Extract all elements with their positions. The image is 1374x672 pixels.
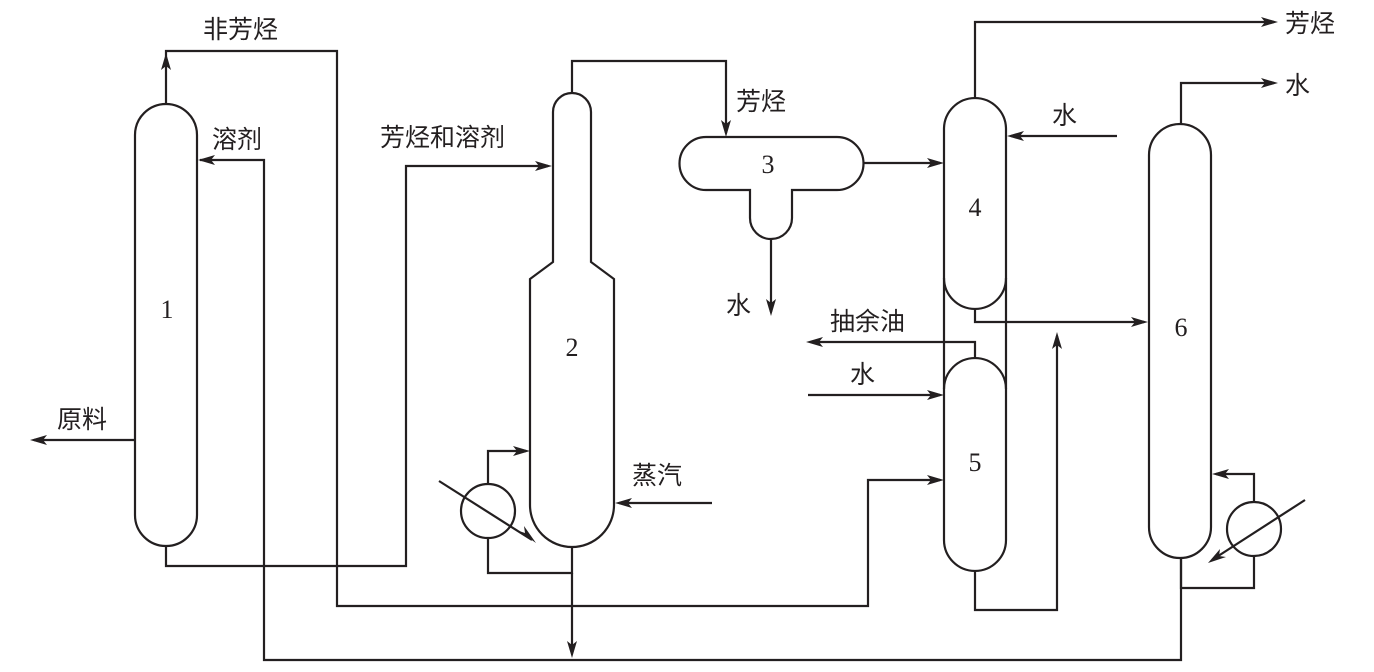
label-solvent: 溶剂 [212,125,262,154]
arrow-water-to-4 [1007,131,1024,141]
label-water-to-5: 水 [850,360,875,389]
label-aromatics-and-solvent: 芳烃和溶剂 [380,123,505,152]
label-aromatics-to-3: 芳烃 [736,87,786,116]
unit-label-5: 5 [969,448,982,477]
column-2 [528,91,616,549]
arrow-water-from-6 [1261,78,1278,88]
stream-aromatics-to-separator-3 [570,59,728,133]
label-water-from-6: 水 [1285,71,1310,100]
reboiler-6-heating-line [1211,499,1306,561]
label-steam: 蒸汽 [632,461,682,490]
column-1 [133,102,199,548]
arrow-solvent-to-column-1 [198,155,215,165]
unit-label-1: 1 [161,295,174,324]
unit-label-6: 6 [1175,313,1188,342]
reboiler-6-piping [1179,472,1256,590]
stream-raffinate [812,340,977,358]
reboiler-2-heating-line [438,480,533,541]
arrow-reboiler-6-heat [1208,549,1226,563]
stream-water-from-6 [1179,81,1274,124]
unit-label-3: 3 [762,150,775,179]
arrow-5-bottoms-up [1052,332,1062,349]
unit-label-4: 4 [969,193,982,222]
label-aromatics-product: 芳烃 [1285,9,1335,38]
stream-non-aromatics [164,49,940,608]
arrow-steam [615,498,632,508]
stream-aromatics-and-solvent [164,164,548,568]
arrow-to-column-5 [927,475,944,485]
stream-solvent-recycle [200,158,1183,662]
arrow-to-column-2 [535,161,552,171]
separator-3 [678,135,865,241]
reboiler-2-piping [486,449,574,575]
arrow-column-2-bottoms [567,641,577,658]
label-feed: 原料 [57,405,107,434]
arrow-to-column-6 [1131,317,1148,327]
arrow-feed [30,435,47,445]
arrow-to-separator-3 [721,120,731,137]
label-non-aromatics: 非芳烃 [203,15,278,44]
arrow-water-to-5 [927,390,944,400]
label-water-from-3: 水 [726,291,751,320]
stream-4-to-6 [973,309,1144,324]
arrow-reboiler-6-return [1212,469,1229,479]
column-6 [1147,122,1213,560]
label-raffinate: 抽余油 [830,307,905,336]
arrow-water-from-3 [766,299,776,316]
stream-5-bottoms-to-6 [973,336,1059,612]
arrow-raffinate [806,337,823,347]
arrow-3-to-4 [927,158,944,168]
stream-aromatics-product [973,20,1274,98]
arrow-reboiler-2-heat [519,526,536,543]
label-water-to-4: 水 [1052,101,1077,130]
arrow-non-aromatics-up [161,53,171,70]
column-5 [942,356,1008,573]
arrow-aromatics-product [1261,17,1278,27]
reboiler-6 [1225,500,1283,558]
unit-label-2: 2 [566,333,579,362]
arrow-reboiler-2-return [513,446,530,456]
